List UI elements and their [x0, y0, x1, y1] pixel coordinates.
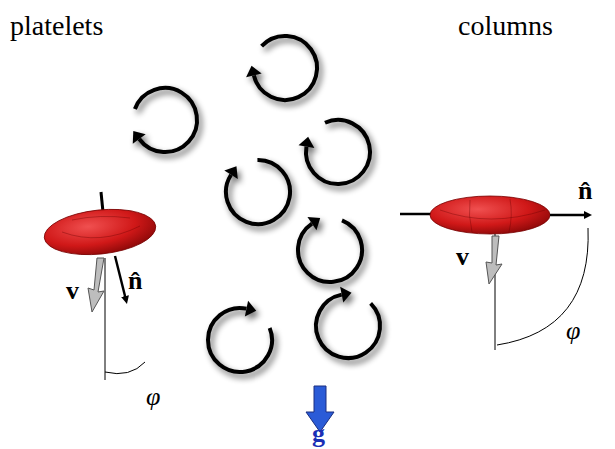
eddy-arrowhead — [340, 287, 351, 303]
eddy-arc — [316, 295, 380, 358]
normal-arrow — [550, 214, 588, 217]
angle-label: φ — [146, 384, 160, 410]
axis-stick — [101, 192, 103, 212]
column-ellipsoid — [430, 196, 550, 234]
eddy-arc — [208, 308, 272, 372]
vector-label: v — [66, 278, 79, 304]
velocity-arrow — [88, 258, 104, 312]
eddy-arrowhead — [246, 66, 262, 78]
angle-label: φ — [566, 318, 580, 344]
gravity-label: g — [312, 421, 325, 447]
eddy-arrowhead — [245, 301, 256, 317]
angle-arc — [105, 362, 145, 374]
eddy-arc — [254, 36, 317, 100]
velocity-arrow — [486, 236, 502, 284]
eddy-arrowhead — [224, 166, 237, 179]
vector-label: v — [456, 244, 469, 270]
angle-arc — [497, 228, 588, 345]
panel-title: columns — [458, 12, 553, 40]
eddy-arc — [306, 120, 370, 184]
eddy-arc — [298, 220, 362, 282]
vertical-line — [105, 258, 106, 380]
vector-label: n̂ — [128, 268, 142, 294]
eddy-arc — [135, 88, 197, 152]
vector-label: n̂ — [578, 178, 592, 204]
eddy-arrows — [133, 36, 380, 372]
eddy-arrowhead — [133, 131, 146, 144]
normal-arrow — [115, 256, 126, 300]
eddy-arrowhead — [299, 137, 315, 148]
panel-title: platelets — [10, 12, 103, 40]
eddy-arrowhead — [307, 217, 320, 230]
axis-stick — [400, 213, 432, 216]
platelet-ellipsoid — [42, 204, 158, 259]
